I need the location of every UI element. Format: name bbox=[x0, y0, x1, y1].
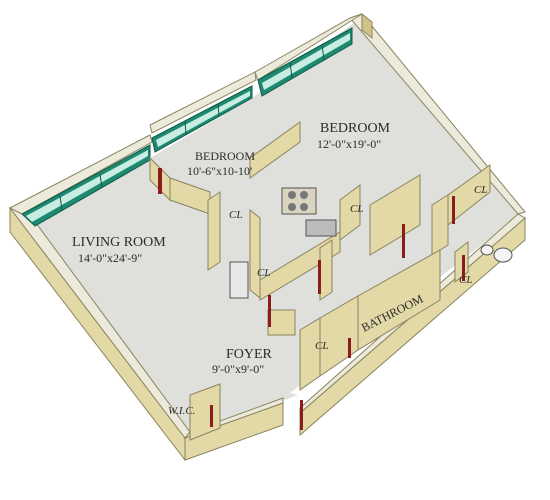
living-room-name: LIVING ROOM bbox=[72, 235, 166, 250]
stove-burner-icon bbox=[300, 191, 308, 199]
foyer-name: FOYER bbox=[226, 347, 273, 362]
foyer-size: 9'-0"x9'-0" bbox=[212, 362, 264, 376]
refrigerator-icon bbox=[229, 261, 249, 299]
closet-label: CL bbox=[229, 209, 242, 221]
closet-label: CL bbox=[257, 267, 270, 279]
closet-label: CL bbox=[459, 274, 472, 286]
bedroom-large-size: 12'-0"x19'-0" bbox=[317, 137, 381, 151]
bedroom-small-size: 10'-6"x10-10' bbox=[187, 164, 252, 178]
closet-label: CL bbox=[315, 340, 328, 352]
bedroom-large-name: BEDROOM bbox=[320, 121, 391, 136]
doors bbox=[158, 168, 465, 430]
living-room-size: 14'-0"x24'-9" bbox=[78, 251, 142, 265]
closet-label: CL bbox=[350, 203, 363, 215]
stove-burner-icon bbox=[288, 191, 296, 199]
kitchen bbox=[229, 187, 337, 299]
sink-icon bbox=[480, 244, 494, 256]
bathroom-fixtures bbox=[480, 244, 513, 263]
bedroom-small-name: BEDROOM bbox=[195, 149, 255, 163]
stove-burner-icon bbox=[288, 203, 296, 211]
toilet-icon bbox=[493, 247, 513, 263]
closet-label: CL bbox=[474, 184, 487, 196]
wic-label: W.I.C. bbox=[168, 405, 195, 417]
stove-burner-icon bbox=[300, 203, 308, 211]
windows bbox=[21, 27, 353, 227]
floor bbox=[32, 22, 520, 436]
